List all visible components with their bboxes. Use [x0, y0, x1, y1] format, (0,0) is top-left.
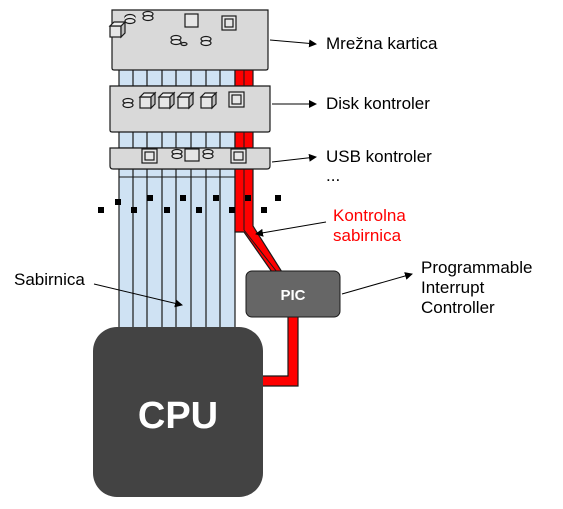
continuation-dots: [98, 195, 281, 213]
usb-controller-label: USB kontroler: [326, 147, 432, 166]
network-card: [108, 9, 269, 71]
pic-chip-label: PIC: [280, 287, 305, 304]
pic-description-line2: Interrupt: [421, 278, 485, 297]
data-bus-label: Sabirnica: [14, 270, 85, 289]
control-bus-label: Kontrolna sabirnica: [333, 206, 411, 245]
more-devices-ellipsis: ...: [326, 166, 340, 185]
pic-description-line3: Controller: [421, 298, 495, 317]
control-bus-main: [234, 168, 284, 273]
pic-arrow: [341, 272, 413, 295]
cpu-label: CPU: [138, 395, 218, 437]
pic-description: Programmable Interrupt Controller: [421, 258, 537, 317]
control-bus-label-line2: sabirnica: [333, 226, 402, 245]
bus-lines: [132, 60, 221, 333]
usb-controller-card: [109, 147, 271, 170]
network-card-arrow: [269, 39, 317, 48]
disk-controller-chip-icons: [122, 91, 245, 110]
pic-cpu-connector: [261, 315, 299, 387]
usb-controller-chip-icons: [141, 148, 247, 164]
pic-description-line1: Programmable: [421, 258, 533, 277]
control-bus-arrow: [255, 221, 327, 237]
bus-main: [118, 168, 236, 334]
cpu-block: CPU: [93, 327, 263, 497]
data-bus-arrow: [93, 283, 183, 308]
pic-chip: PIC: [245, 270, 341, 318]
disk-controller-label: Disk kontroler: [326, 94, 430, 113]
usb-controller-arrow: [271, 153, 317, 163]
control-bus-label-line1: Kontrolna: [333, 206, 406, 225]
network-card-label: Mrežna kartica: [326, 34, 438, 53]
disk-controller-card: [109, 85, 271, 133]
network-card-chip-icons: [108, 10, 237, 47]
